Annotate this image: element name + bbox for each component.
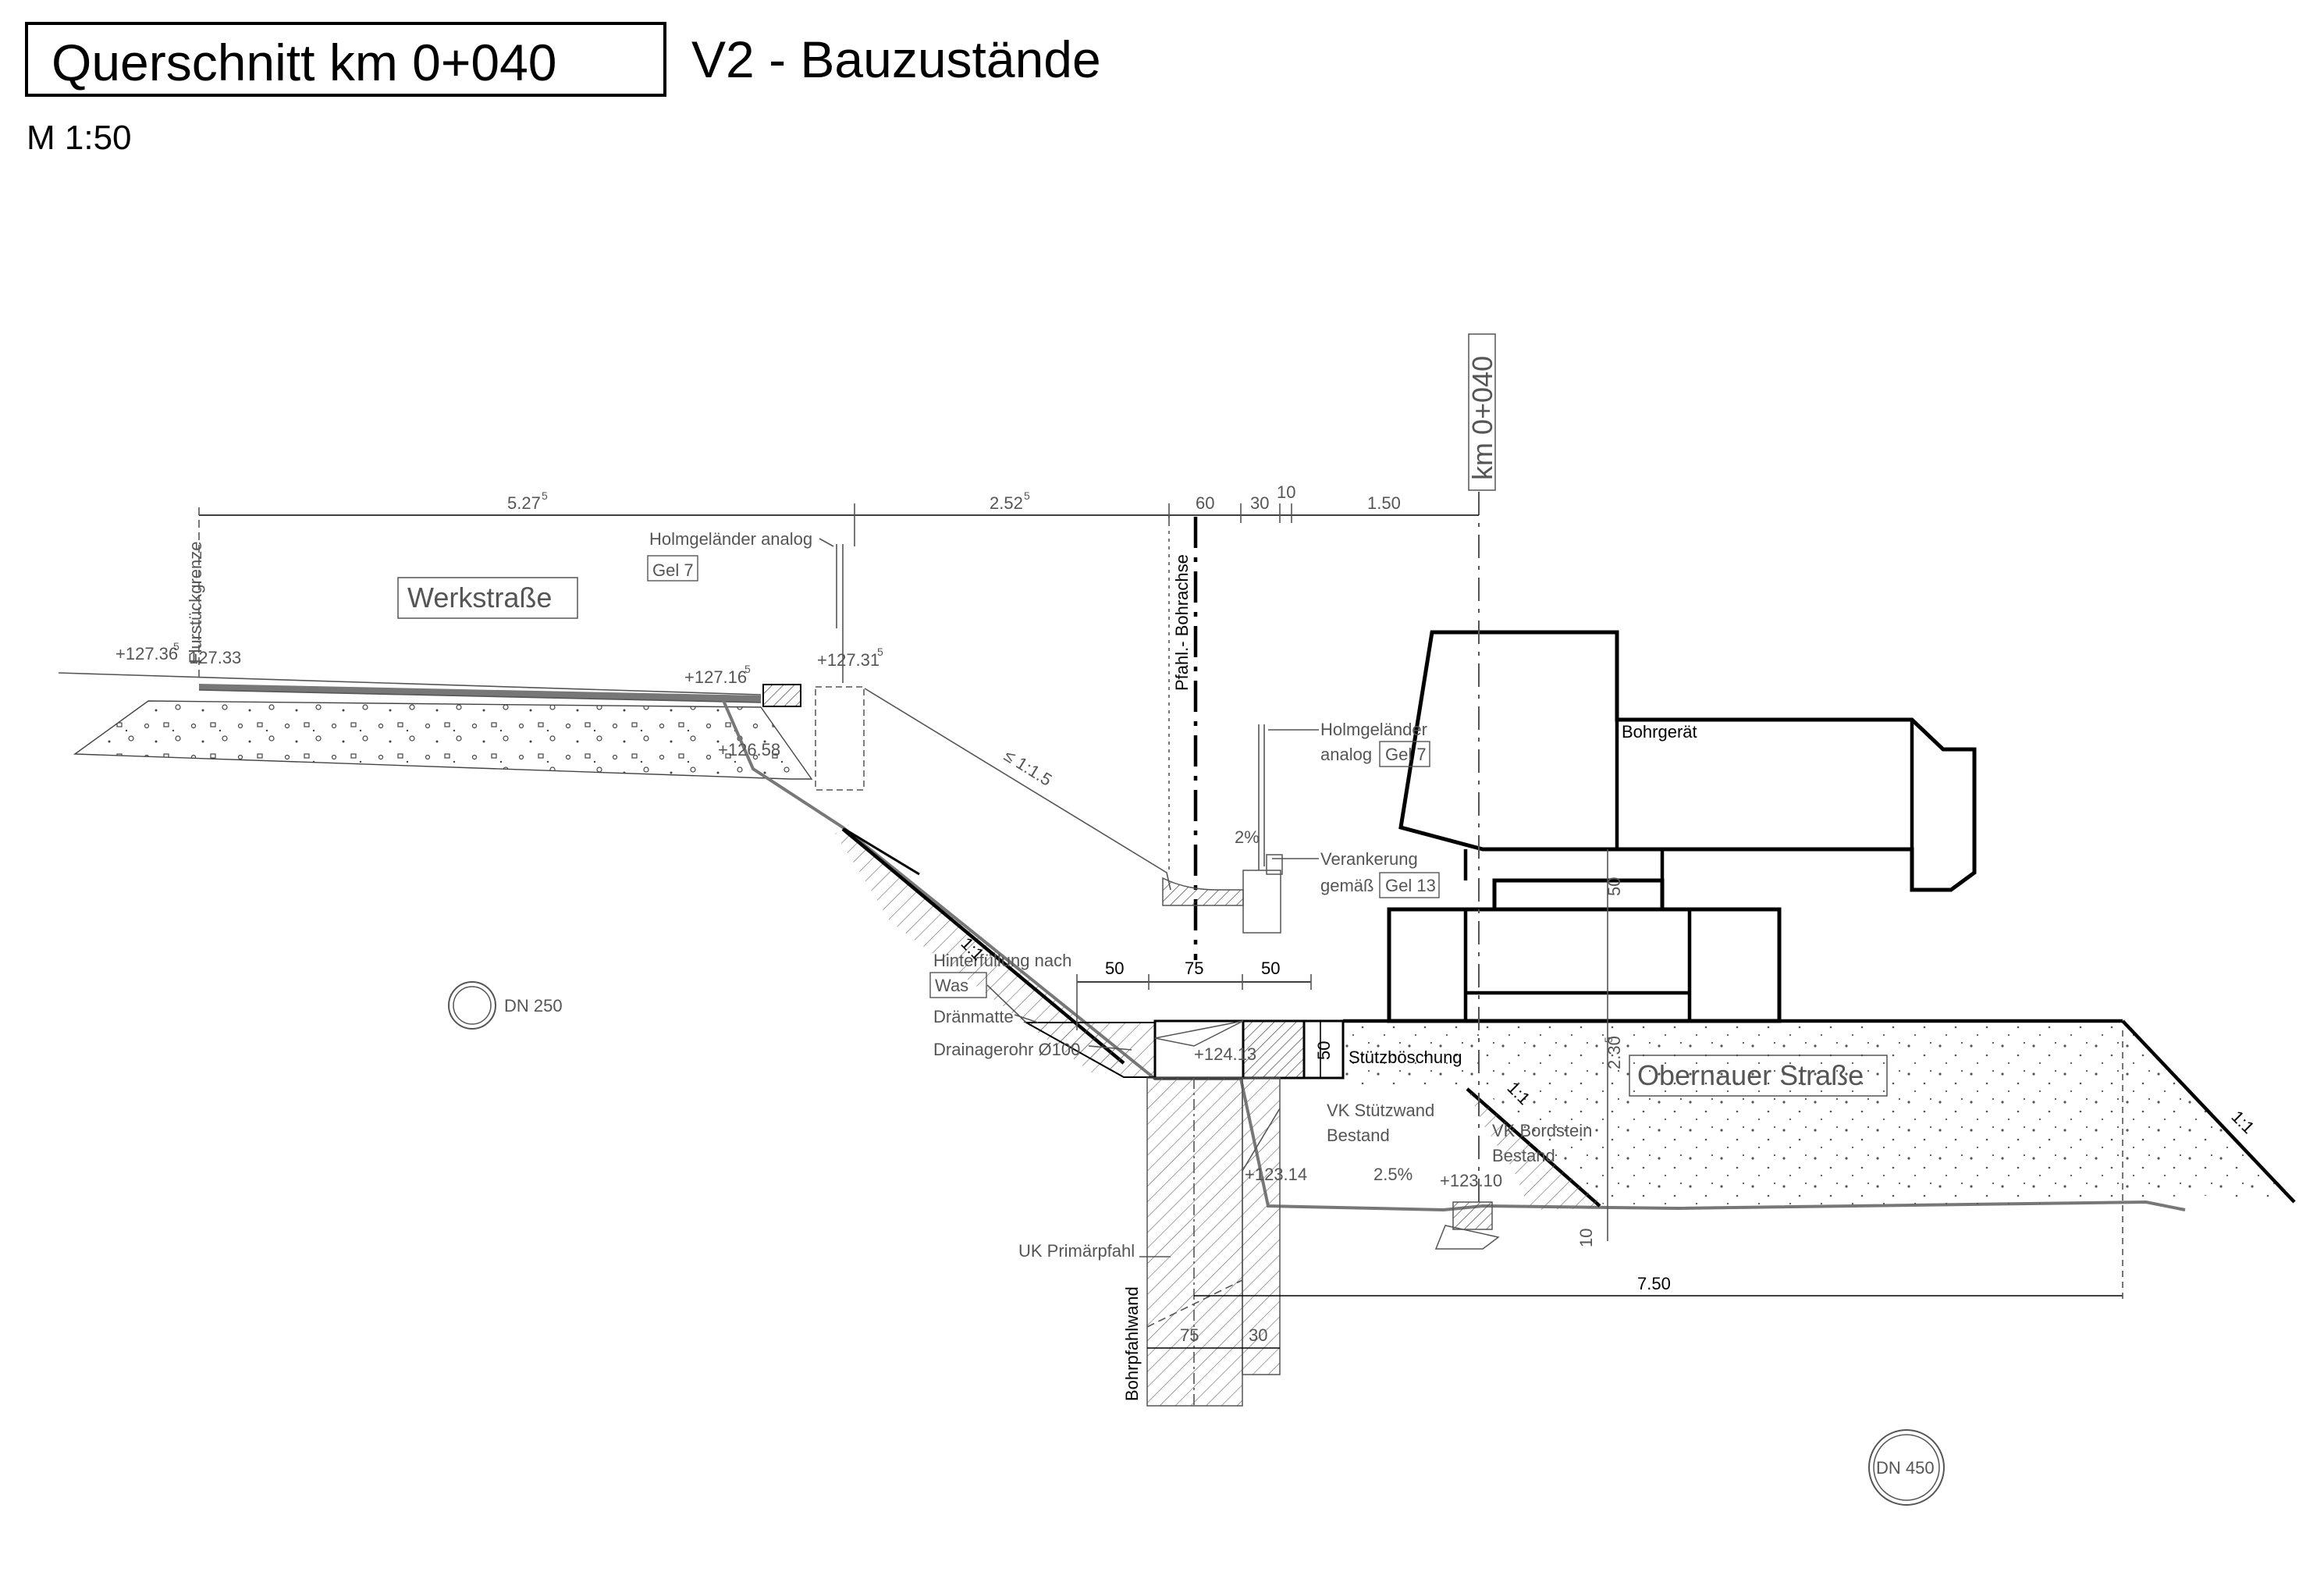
pile-base-label: UK Primärpfahl [1018, 1241, 1135, 1261]
dim-50v: 50 [1604, 877, 1624, 896]
drawing-scale: M 1:50 [27, 119, 132, 157]
railing-note-1: Holmgeländer analog [649, 529, 812, 549]
dim-60: 60 [1196, 493, 1214, 513]
bored-pile-wall-label: Bohrpfahlwand [1122, 1286, 1142, 1401]
werkstrasse-label-box [397, 577, 578, 619]
retaining-wall [1153, 870, 1345, 1080]
flurstuck-label: Flurstückgrenze [186, 541, 205, 663]
drain-mat-label: Dränmatte [933, 1007, 1014, 1026]
dim-252-sup: 5 [1024, 489, 1030, 502]
vk-wall-note-1: VK Stützwand [1327, 1101, 1434, 1120]
anchor-note-a: Verankerung [1320, 849, 1418, 869]
dim-30b: 30 [1249, 1325, 1267, 1345]
drilling-rig [1387, 630, 1977, 1023]
vk-wall-note-2: Bestand [1327, 1126, 1390, 1145]
dim-75a: 75 [1185, 959, 1203, 978]
backfill-note-2: Was [935, 976, 968, 995]
elevation-3-sup: 5 [744, 663, 751, 675]
werkstrasse-label: Werkstraße [407, 582, 552, 614]
dim-50c: 50 [1314, 1041, 1334, 1060]
railing-post-foundation [815, 686, 865, 791]
dim-150: 1.50 [1367, 493, 1401, 513]
obernauer-label: Obernauer Straße [1637, 1059, 1864, 1091]
slope-15: ≤ 1:1.5 [1000, 745, 1055, 790]
dn450-label: DN 450 [1876, 1458, 1935, 1478]
pipe-dn250 [448, 981, 496, 1030]
railing-ref-2: Gel 7 [1385, 745, 1427, 764]
bored-pile-wall [1146, 1077, 1281, 1407]
dn250-label: DN 250 [504, 996, 563, 1016]
dim-50b: 50 [1261, 959, 1280, 978]
elevation-4-sup: 5 [877, 646, 883, 658]
elevation-1: +127.36 [115, 644, 178, 663]
elevation-labels: +127.36 5 127.33 +127.16 5 +127.31 5 +12… [115, 640, 1502, 1190]
dim-252: 2.52 [990, 493, 1023, 513]
top-dimension-chain [198, 503, 1479, 679]
elevation-4: +127.31 [817, 650, 879, 670]
elevation-8: +123.10 [1440, 1171, 1502, 1190]
pile-axis-label: Pfahl.- Bohrachse [1172, 554, 1192, 691]
obernauer-label-box [1629, 1055, 1888, 1097]
drawing-title: Querschnitt km 0+040 [52, 34, 557, 91]
elevation-5: +126.58 [718, 740, 780, 759]
railing-note-2b: analog [1320, 745, 1372, 764]
dim-750: 7.50 [1637, 1274, 1671, 1293]
dim-75b: 75 [1180, 1325, 1199, 1345]
dim-230: 2.30 [1604, 1036, 1624, 1069]
backfill-note-1: Hinterfüllung nach [933, 951, 1071, 970]
dim-10: 10 [1277, 482, 1295, 502]
pipe-dn450 [1868, 1429, 1945, 1506]
anchor-ref: Gel 13 [1385, 876, 1436, 895]
elevation-2: 127.33 [189, 648, 241, 667]
precast-block [762, 684, 801, 707]
support-slope-label: Stützböschung [1349, 1048, 1462, 1067]
railing-ref-1: Gel 7 [652, 560, 694, 580]
pct-2: 2% [1235, 827, 1260, 847]
pct-25: 2.5% [1373, 1165, 1413, 1184]
dim-30: 30 [1250, 493, 1269, 513]
vk-curb-note-2: Bestand [1492, 1146, 1555, 1165]
elevation-1-sup: 5 [173, 640, 179, 653]
slope-11c: 1:1 [2227, 1107, 2258, 1137]
drawing-subtitle: V2 - Bauzustände [691, 30, 1101, 88]
vk-curb-note-1: VK Bordstein [1492, 1121, 1592, 1140]
dimension-labels: 5.27 5 2.52 5 60 30 10 1.50 50 75 50 50 … [507, 482, 2258, 1345]
station-label: km 0+040 [1466, 356, 1498, 480]
railing-note-2a: Holmgeländer [1320, 720, 1427, 739]
dim-10v: 10 [1576, 1229, 1596, 1247]
dim-230-sup: 5 [1602, 1037, 1615, 1043]
dim-50a: 50 [1105, 959, 1124, 978]
elevation-7: +123.14 [1245, 1165, 1307, 1184]
elevation-3: +127.16 [684, 667, 747, 687]
dim-527: 5.27 [507, 493, 541, 513]
title-box: Querschnitt km 0+040 [25, 22, 666, 97]
werkstrasse-gravel [58, 672, 813, 780]
anchor-note-b: gemäß [1320, 876, 1373, 895]
drain-pipe-label: Drainagerohr Ø100 [933, 1040, 1080, 1059]
dim-527-sup: 5 [542, 489, 548, 502]
elevation-6: +124.13 [1194, 1044, 1256, 1064]
wall-dimension-chain [1076, 974, 1312, 1030]
drilling-rig-label: Bohrgerät [1622, 722, 1697, 742]
